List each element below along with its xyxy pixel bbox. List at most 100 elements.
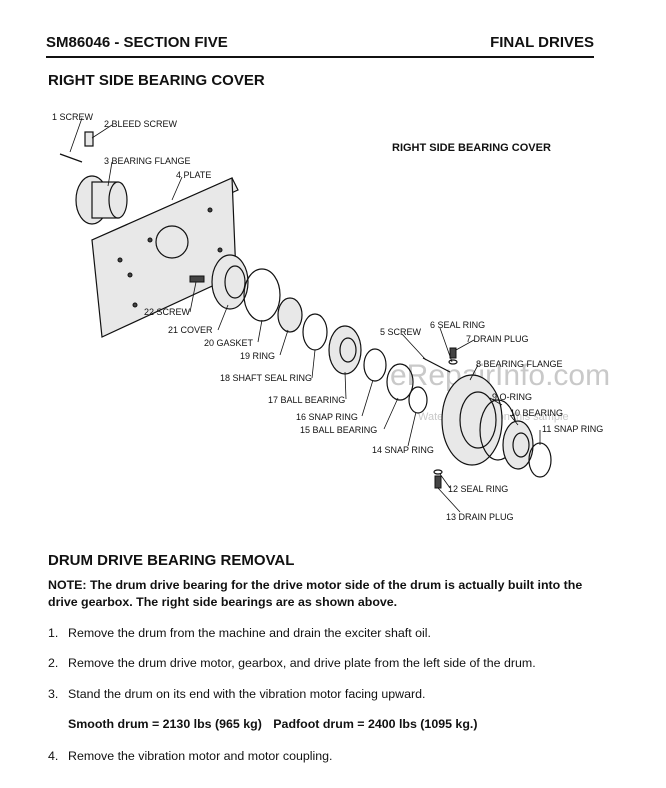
label-drain-plug-7: 7 DRAIN PLUG — [466, 334, 529, 344]
label-drain-plug-13: 13 DRAIN PLUG — [446, 512, 514, 522]
label-bearing-flange-8: 8 BEARING FLANGE — [476, 359, 563, 369]
step-number: 3. — [48, 687, 59, 701]
label-cover-21: 21 COVER — [168, 325, 213, 335]
label-seal-ring-6: 6 SEAL RING — [430, 320, 485, 330]
leader — [509, 414, 519, 426]
leader — [311, 349, 316, 379]
leader — [361, 379, 374, 417]
cover-inner — [224, 265, 246, 299]
label-ball-bearing-17: 17 BALL BEARING — [268, 395, 345, 405]
leader — [189, 281, 197, 313]
drain-plug-13 — [434, 475, 442, 489]
plate-hole — [132, 302, 138, 308]
cover — [211, 254, 249, 310]
label-shaft-seal-ring-18: 18 SHAFT SEAL RING — [220, 373, 312, 383]
gasket — [243, 268, 281, 322]
step-number: 4. — [48, 749, 59, 763]
exploded-diagram-svg: eRepairInfo.com Watermark only on this s… — [52, 112, 610, 522]
label-snap-ring-11: 11 SNAP RING — [542, 424, 603, 434]
plate-hole — [217, 247, 223, 253]
screw-5 — [422, 357, 451, 373]
leader — [437, 487, 461, 513]
section-title: RIGHT SIDE BEARING COVER — [48, 72, 265, 89]
screw-shaft — [59, 153, 83, 163]
step-3: 3. Stand the drum on its end with the vib… — [48, 687, 628, 701]
bearing-flange-8 — [441, 374, 503, 466]
leader — [344, 371, 347, 400]
step-text: Remove the vibration motor and motor cou… — [68, 749, 333, 763]
ball-bearing-17-inner — [339, 337, 357, 363]
step-text: Stand the drum on its end with the vibra… — [68, 687, 426, 701]
plate-center-hole — [155, 225, 189, 259]
label-bleed-screw-2: 2 BLEED SCREW — [104, 119, 178, 129]
screw-22 — [189, 275, 205, 283]
note-line-1: NOTE: The drum drive bearing for the dri… — [48, 578, 583, 592]
seal-ring-12 — [433, 469, 443, 475]
label-screw-5: 5 SCREW — [380, 327, 422, 337]
leader — [217, 304, 229, 331]
label-bearing-flange-3: 3 BEARING FLANGE — [104, 156, 191, 166]
step-number: 2. — [48, 656, 59, 670]
leader — [489, 397, 503, 406]
label-gasket-20: 20 GASKET — [204, 338, 254, 348]
watermark: eRepairInfo.com — [390, 359, 610, 392]
leader — [69, 117, 83, 153]
label-bearing-10: 10 BEARING — [510, 408, 563, 418]
drum-weights: Smooth drum = 2130 lbs (965 kg) Padfoot … — [68, 717, 485, 731]
leader — [439, 473, 451, 489]
step-text: Remove the drum drive motor, gearbox, an… — [68, 656, 536, 670]
note-line-2: drive gearbox. The right side bearings a… — [48, 595, 398, 609]
bearing-10-inner — [512, 432, 530, 458]
label-snap-ring-14: 14 SNAP RING — [372, 445, 434, 455]
label-screw-1: 1 SCREW — [52, 112, 94, 122]
note: NOTE: The drum drive bearing for the dri… — [48, 577, 628, 611]
plate-hole — [207, 207, 213, 213]
snap-ring-14 — [408, 386, 428, 414]
plate-hole — [147, 237, 153, 243]
label-ball-bearing-15: 15 BALL BEARING — [300, 425, 377, 435]
bearing-flange-hub — [108, 181, 128, 219]
leader — [91, 124, 113, 139]
label-seal-ring-12: 12 SEAL RING — [448, 484, 508, 494]
snap-ring-16 — [363, 348, 387, 382]
step-1: 1. Remove the drum from the machine and d… — [48, 626, 628, 640]
label-plate-4: 4 PLATE — [176, 170, 211, 180]
doc-section: SM86046 - SECTION FIVE — [46, 34, 228, 51]
step-2: 2. Remove the drum drive motor, gearbox, … — [48, 656, 628, 670]
step-number: 1. — [48, 626, 59, 640]
padfoot-drum-weight: Padfoot drum = 2400 lbs (1095 kg.) — [273, 717, 478, 731]
plate-hole — [127, 272, 133, 278]
label-snap-ring-16: 16 SNAP RING — [296, 412, 358, 422]
leader — [171, 176, 183, 201]
label-ring-19: 19 RING — [240, 351, 275, 361]
snap-ring-11 — [528, 442, 552, 478]
leader — [455, 339, 475, 351]
leader — [107, 161, 113, 187]
leader — [407, 411, 417, 447]
bearing-flange-8-inner — [459, 391, 497, 449]
removal-title: DRUM DRIVE BEARING REMOVAL — [48, 552, 295, 569]
leader — [383, 397, 399, 430]
page-header: SM86046 - SECTION FIVE FINAL DRIVES — [46, 34, 594, 58]
leader — [469, 364, 479, 381]
ball-bearing-15 — [386, 363, 414, 401]
leader — [257, 319, 263, 343]
drain-plug-7 — [449, 347, 457, 359]
leader — [401, 333, 427, 361]
label-o-ring-9: 9 O-RING — [492, 392, 532, 402]
bleed-screw — [84, 131, 94, 147]
plate-hole — [117, 257, 123, 263]
chapter-title: FINAL DRIVES — [490, 34, 594, 51]
step-4: 4. Remove the vibration motor and motor c… — [48, 749, 628, 763]
figure-caption: RIGHT SIDE BEARING COVER — [392, 142, 551, 154]
seal-ring-6 — [448, 359, 458, 365]
leader — [439, 327, 453, 363]
exploded-diagram: eRepairInfo.com Watermark only on this s… — [40, 100, 660, 530]
leader — [279, 329, 289, 356]
smooth-drum-weight: Smooth drum = 2130 lbs (965 kg) — [68, 717, 262, 731]
bearing-10 — [502, 420, 534, 470]
label-screw-22: 22 SCREW — [144, 307, 191, 317]
ring — [277, 297, 303, 333]
step-text: Remove the drum from the machine and dra… — [68, 626, 431, 640]
shaft-seal-ring — [302, 313, 328, 351]
